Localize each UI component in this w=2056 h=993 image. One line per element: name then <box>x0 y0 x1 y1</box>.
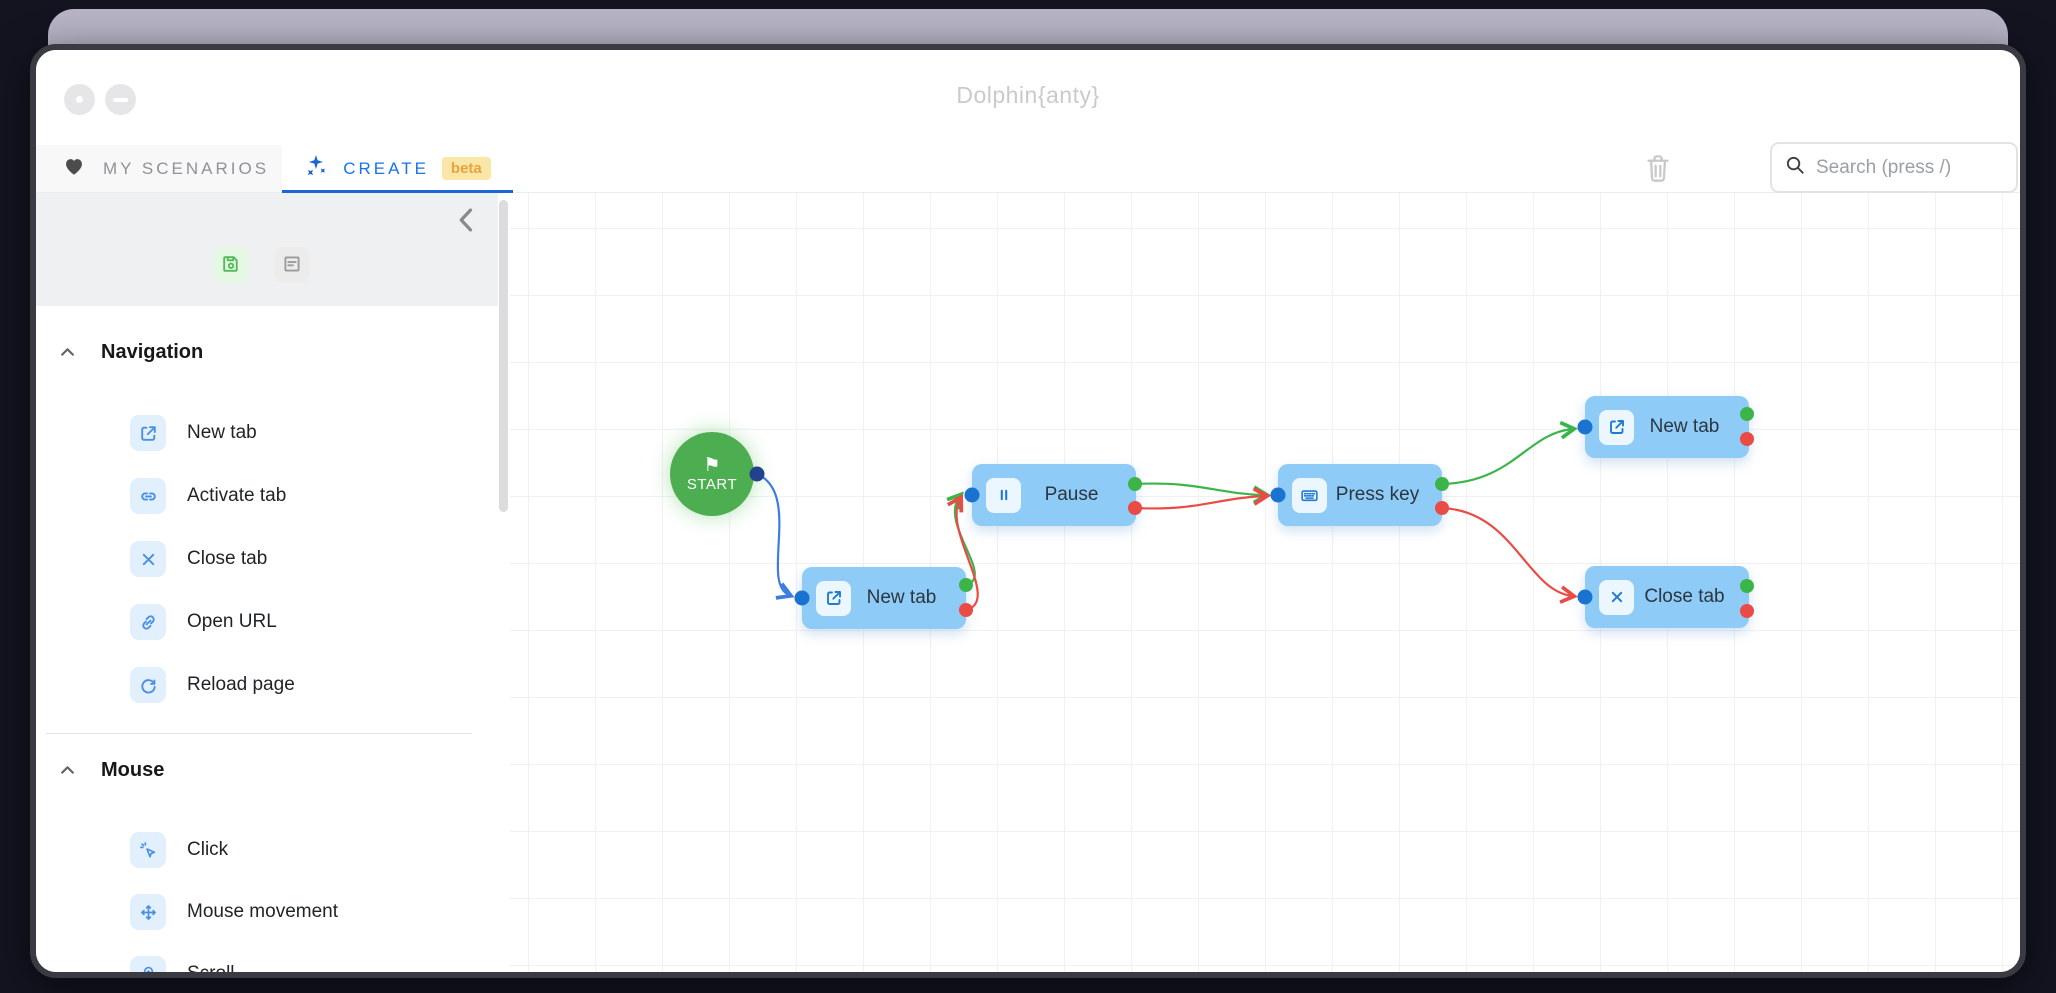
window-control-minimize-button[interactable] <box>105 84 136 115</box>
search-input[interactable] <box>1816 156 2004 179</box>
sidebar-item-open-url[interactable]: Open URL <box>130 604 277 640</box>
sidebar-item-click[interactable]: Click <box>130 832 228 868</box>
sidebar-item-activate-tab[interactable]: Activate tab <box>130 478 286 514</box>
new-tab-icon <box>130 415 166 451</box>
section-header-mouse[interactable]: Mouse <box>60 759 164 782</box>
save-icon <box>220 253 242 278</box>
section-title: Navigation <box>101 341 204 363</box>
delete-scenario-button[interactable] <box>1640 151 1676 187</box>
pause-icon <box>986 477 1021 513</box>
section-divider <box>46 733 472 734</box>
edge-pause-presskey-error <box>1134 487 1271 510</box>
titlebar: Dolphin{anty} <box>36 50 2020 145</box>
flow-edges-layer <box>749 407 1754 618</box>
chevron-up-icon <box>60 762 75 780</box>
chevron-left-icon <box>457 208 474 236</box>
sidebar-item-new-tab[interactable]: New tab <box>130 415 257 451</box>
edge-presskey-newtab-success <box>1441 420 1578 486</box>
open-url-icon <box>130 604 166 640</box>
tab-my-scenarios-label: MY SCENARIOS <box>103 158 270 178</box>
sidebar-item-scroll[interactable]: Scroll <box>130 956 235 972</box>
tab-bar: MY SCENARIOS CREATE beta <box>36 142 2020 193</box>
keyboard-icon <box>1292 477 1327 513</box>
flow-node-new-tab-2[interactable]: New tab <box>1585 396 1749 458</box>
flow-node-pause[interactable]: Pause <box>972 464 1136 526</box>
close-tab-icon <box>130 541 166 577</box>
scroll-icon <box>130 956 166 972</box>
start-node-label: START <box>686 475 738 493</box>
search-box <box>1770 142 2018 193</box>
edge-start-newtab <box>756 472 795 600</box>
tab-create[interactable]: CREATE beta <box>282 145 513 193</box>
scenario-settings-button[interactable] <box>274 247 310 283</box>
window-control-dot-button[interactable] <box>64 84 95 115</box>
sidebar-item-close-tab[interactable]: Close tab <box>130 541 267 577</box>
activate-tab-icon <box>130 478 166 514</box>
sidebar-scrollbar[interactable] <box>499 200 508 512</box>
flow-node-close-tab[interactable]: Close tab <box>1585 566 1749 628</box>
flow-node-new-tab-1[interactable]: New tab <box>802 567 966 629</box>
sidebar-item-reload-page[interactable]: Reload page <box>130 667 295 703</box>
flag-icon: ⚑ <box>703 454 721 476</box>
form-icon <box>281 253 303 278</box>
flow-node-press-key[interactable]: Press key <box>1278 464 1442 526</box>
close-icon <box>1599 579 1634 615</box>
sparkles-icon <box>304 153 330 184</box>
window-title: Dolphin{anty} <box>956 82 1100 108</box>
beta-badge: beta <box>441 157 491 180</box>
tab-create-label: CREATE <box>343 158 429 178</box>
reload-page-icon <box>130 667 166 703</box>
heart-icon <box>62 154 86 183</box>
sidebar: Navigation New tab Activate tab <box>36 193 498 972</box>
tab-my-scenarios[interactable]: MY SCENARIOS <box>36 145 282 192</box>
sidebar-item-mouse-movement[interactable]: Mouse movement <box>130 894 338 930</box>
app-window: Dolphin{anty} MY SCENARIOS CREATE beta <box>30 44 2026 978</box>
external-link-icon <box>1599 409 1634 445</box>
trash-icon <box>1643 154 1673 187</box>
sidebar-toolbar <box>36 193 498 306</box>
external-link-icon <box>816 580 851 616</box>
mouse-movement-icon <box>130 894 166 930</box>
chevron-up-icon <box>60 344 75 362</box>
search-icon <box>1784 154 1806 181</box>
flow-node-start[interactable]: ⚑ START <box>670 432 754 516</box>
click-icon <box>130 832 166 868</box>
collapse-sidebar-button[interactable] <box>457 207 474 236</box>
save-scenario-button[interactable] <box>213 247 249 283</box>
edge-presskey-closetab-error <box>1441 506 1578 604</box>
section-header-navigation[interactable]: Navigation <box>60 341 203 364</box>
edge-pause-presskey-success <box>1134 482 1271 505</box>
flow-canvas[interactable]: ⚑ START New tab Pause <box>510 193 2020 972</box>
section-title: Mouse <box>101 759 165 781</box>
